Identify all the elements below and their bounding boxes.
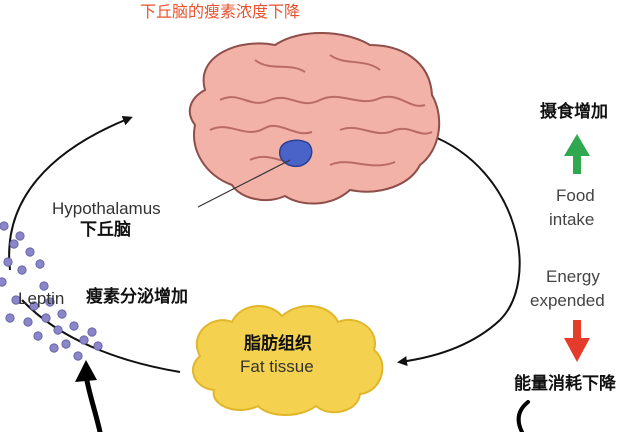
leptin-dot (73, 351, 83, 361)
leptin-dot (0, 277, 7, 287)
leptin-dot (15, 231, 25, 241)
food-intake-label-cn: 摄食增加 (540, 102, 608, 122)
leptin-dot (17, 265, 27, 275)
leptin-dot (87, 327, 97, 337)
leptin-dot (25, 247, 35, 257)
leptin-dot (39, 281, 49, 291)
bold-arrow-left-head (75, 360, 97, 382)
energy-label-en-1: Energy (546, 267, 600, 286)
leptin-dot (11, 295, 21, 305)
leptin-dot (79, 335, 89, 345)
leptin-dot (41, 313, 51, 323)
energy-label-en-2: expended (530, 291, 605, 310)
arc-right-to-fat (397, 319, 501, 367)
food-intake-label-en-2: intake (549, 210, 595, 229)
leptin-label-en: Leptin (18, 289, 65, 308)
brain-image (188, 32, 441, 205)
leptin-dots (0, 221, 103, 361)
leptin-dot (69, 321, 79, 331)
fat-tissue-label-en: Fat tissue (240, 357, 314, 376)
leptin-dot (45, 297, 55, 307)
leptin-dot (53, 325, 63, 335)
hypothalamus-pointer (197, 159, 291, 208)
leptin-dot (93, 341, 103, 351)
leptin-dot (5, 313, 15, 323)
arc-brain-to-right (429, 134, 521, 321)
leptin-dot (3, 257, 13, 267)
leptin-dot (49, 343, 59, 353)
arc-fat-to-leptin (21, 299, 181, 373)
hypothalamus-label-cn: 下丘脑 (80, 220, 131, 240)
arc-leptin-to-brain (8, 115, 133, 271)
leptin-dot (9, 239, 19, 249)
leptin-dot (33, 331, 43, 341)
fat-tissue-label-cn: 脂肪组织 (244, 334, 312, 354)
food-intake-label-en-1: Food (556, 186, 595, 205)
leptin-dot (23, 317, 33, 327)
hypothalamus-label-en: Hypothalamus (52, 199, 161, 218)
up-arrow-icon (564, 134, 590, 174)
bold-arrow-right (516, 400, 530, 432)
title: 下丘脑的瘦素浓度下降 (140, 2, 301, 21)
bold-arrow-left (83, 372, 103, 432)
leptin-label-cn: 瘦素分泌增加 (86, 287, 188, 307)
leptin-dot (57, 309, 67, 319)
leptin-dot (0, 221, 9, 231)
leptin-dot (29, 301, 39, 311)
down-arrow-icon (564, 320, 590, 362)
energy-label-cn: 能量消耗下降 (514, 374, 616, 394)
leptin-dot (61, 339, 71, 349)
fat-tissue-blob (192, 304, 384, 416)
leptin-dot (35, 259, 45, 269)
